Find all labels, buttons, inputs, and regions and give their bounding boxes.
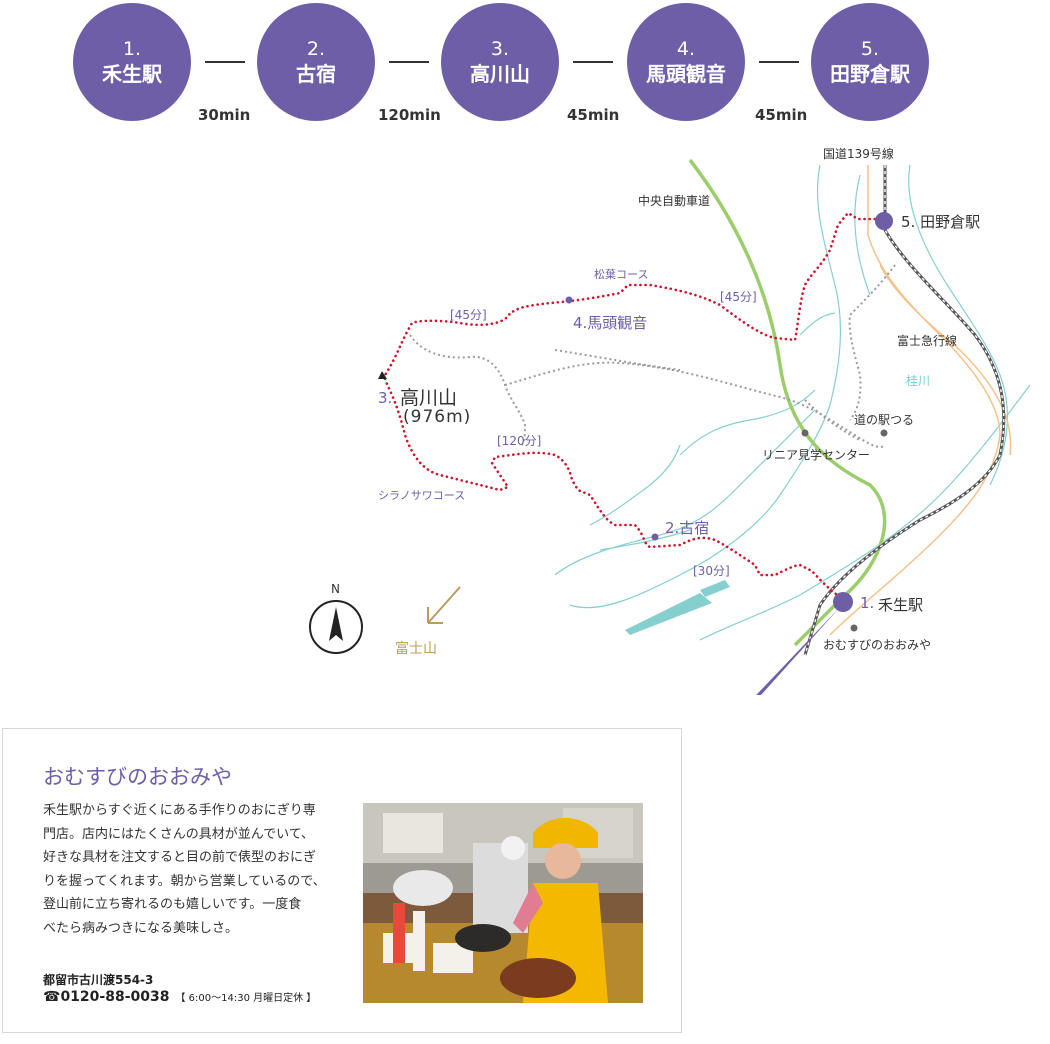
opening-hours: 【 6:00〜14:30 月曜日定休 】 [175, 993, 317, 1004]
stop-number: 3. [490, 37, 510, 60]
segment-time-label: [120分] [497, 434, 542, 448]
expressway-label: 中央自動車道 [638, 194, 711, 208]
reservoir-shape [700, 580, 730, 597]
other-trails [409, 264, 896, 448]
route-connector [389, 61, 429, 63]
furujuku-label: 2.古宿 [665, 519, 710, 537]
segment-time-label: [30分] [693, 564, 730, 578]
desc-line: 登山前に立ち寄れるのも嬉しいです。一度食 [43, 897, 302, 912]
furujuku-marker [651, 533, 659, 541]
omusubi-label: おむすびのおおみや [823, 638, 932, 652]
map-canvas [309, 158, 1031, 695]
shop-phone: ☎0120-88-0038 【 6:00〜14:30 月曜日定休 】 [43, 989, 316, 1005]
stop-number: 1. [122, 37, 142, 60]
kasei-label: 禾生駅 [878, 596, 924, 614]
desc-line: 好きな具材を注文すると目の前で俵型のおにぎ [43, 850, 317, 865]
shiranosawa-course-label: シラノサワコース [378, 489, 466, 502]
michinoeki-marker [880, 429, 888, 437]
stop-tanokura: 5. 田野倉駅 [811, 3, 929, 121]
stop-number: 4. [676, 37, 696, 60]
stop-furujuku: 2. 古宿 [257, 3, 375, 121]
route-connector [573, 61, 613, 63]
summit-marker-icon [378, 371, 387, 379]
tanokura-station-marker [875, 212, 893, 230]
shop-photo-illustration [363, 803, 643, 1003]
stop-number: 2. [306, 37, 326, 60]
desc-line: りを握ってくれます。朝から営業しているので、 [43, 873, 326, 889]
duration-label: 30min [198, 106, 251, 124]
national-road-139 [829, 165, 1012, 636]
callout-pointer [756, 605, 842, 695]
shop-photo [363, 803, 643, 1003]
compass-icon [309, 600, 363, 654]
katsura-river-label: 桂川 [906, 374, 931, 388]
stop-number: 5. [860, 37, 880, 60]
shop-address: 都留市古川渡554-3 [43, 973, 154, 987]
duration-label: 45min [567, 106, 620, 124]
shop-description: 禾生駅からすぐ近くにある手作りのおにぎり専 門店。店内にはたくさんの具材が並んで… [43, 799, 343, 940]
takagawa-label: 高川山 [400, 387, 458, 409]
shoyo-course-label: 松葉コース [594, 268, 649, 281]
stop-name: 田野倉駅 [830, 61, 910, 86]
route-summary: 1. 禾生駅 30min 2. 古宿 120min 3. 高川山 45min 4… [0, 0, 1050, 135]
stop-bato-kannon: 4. 馬頭観音 [627, 3, 745, 121]
phone-number: ☎0120-88-0038 [43, 989, 170, 1005]
bato-kannon-marker [565, 296, 573, 304]
segment-time-label: [45分] [450, 308, 487, 322]
stop-name: 古宿 [296, 61, 336, 86]
stop-kasei: 1. 禾生駅 [73, 3, 191, 121]
takagawa-number: 3. [378, 389, 393, 407]
segment-time-label: [45分] [720, 290, 757, 304]
linear-center-label: リニア見学センター [762, 448, 871, 462]
stop-name: 禾生駅 [102, 61, 162, 86]
reservoir-shape [625, 593, 712, 635]
trail-map: 国道139号線 中央自動車道 5. 田野倉駅 松葉コース [45分] [45分]… [0, 135, 1050, 695]
tanokura-label: 5. 田野倉駅 [901, 213, 981, 231]
shop-info-card: おむすびのおおみや 禾生駅からすぐ近くにある手作りのおにぎり専 門店。店内にはた… [2, 728, 682, 1033]
kasei-number: 1. [860, 594, 875, 612]
fujikyu-line-label: 富士急行線 [897, 334, 958, 348]
bato-kannon-label: 4.馬頭観音 [573, 314, 648, 332]
fujikyu-railway [803, 165, 1006, 656]
michinoeki-label: 道の駅つる [854, 413, 915, 427]
desc-line: 門店。店内にはたくさんの具材が並んでいて、 [43, 826, 315, 842]
river-network [554, 164, 1031, 641]
duration-label: 45min [755, 106, 808, 124]
stop-name: 高川山 [470, 61, 530, 86]
kasei-station-marker [833, 592, 853, 612]
fuji-direction-arrow-icon [427, 586, 461, 624]
omusubi-marker [850, 624, 858, 632]
stop-name: 馬頭観音 [646, 61, 726, 86]
route-connector [205, 61, 245, 63]
linear-center-marker [801, 429, 809, 437]
takagawa-elevation: (976m) [403, 407, 472, 427]
north-label: N [331, 582, 340, 596]
desc-line: べたら病みつきになる美味しさ。 [43, 920, 239, 936]
duration-label: 120min [378, 106, 441, 124]
desc-line: 禾生駅からすぐ近くにある手作りのおにぎり専 [43, 803, 316, 818]
hiking-route [383, 211, 887, 599]
fuji-label: 富士山 [395, 641, 437, 657]
shop-title: おむすびのおおみや [43, 765, 232, 789]
stop-takagawa: 3. 高川山 [441, 3, 559, 121]
route-connector [759, 61, 799, 63]
route139-label: 国道139号線 [823, 147, 894, 161]
